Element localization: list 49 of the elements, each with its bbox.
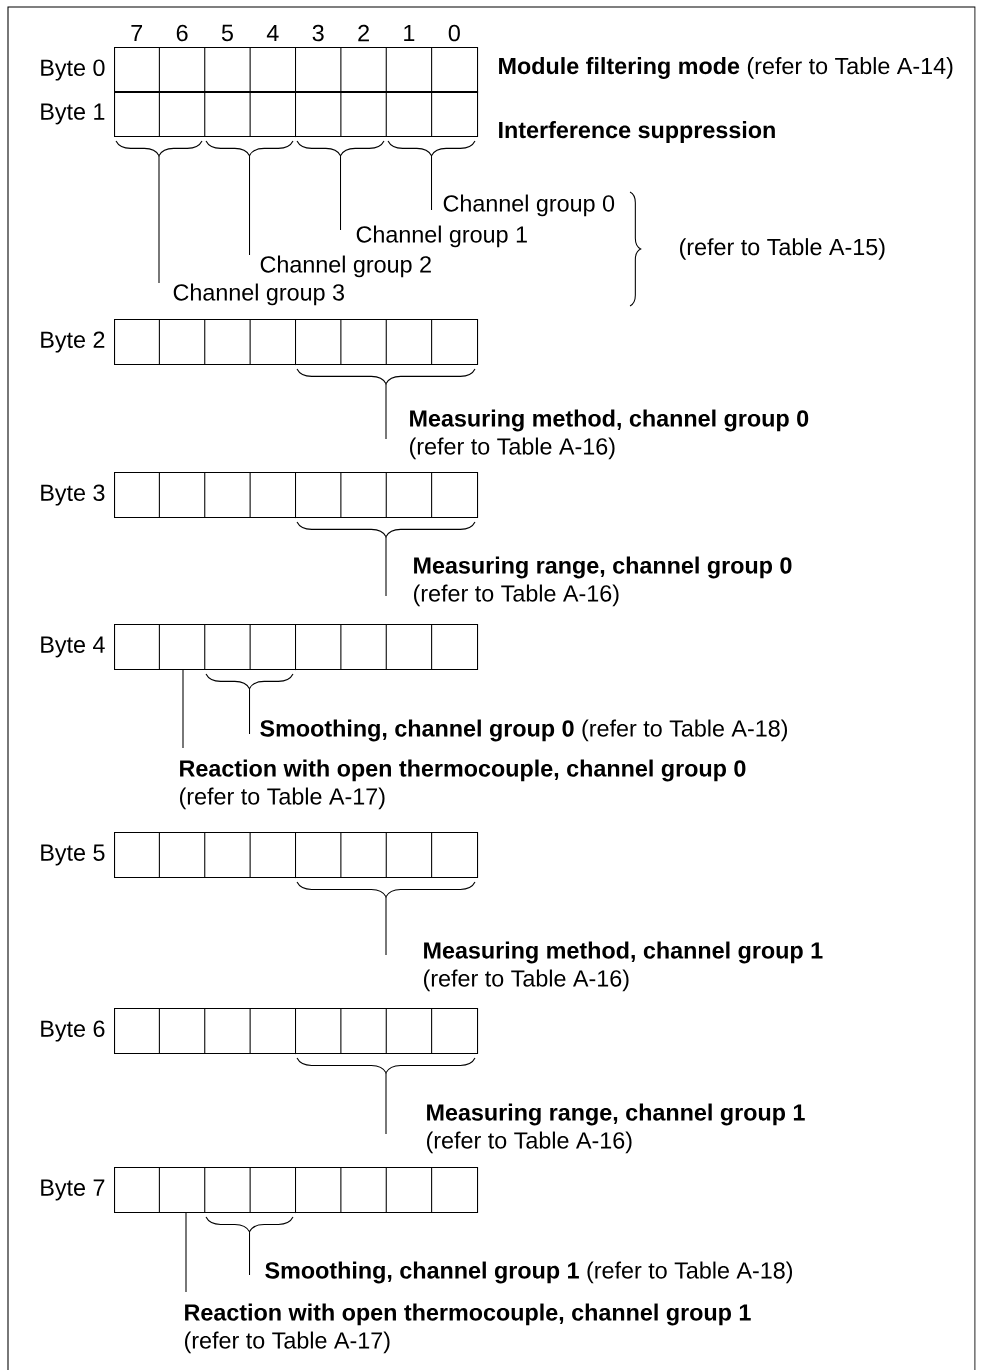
bit-number: 3 [312,24,324,42]
node-label: Byte 0 [41,59,105,81]
byte-register: Byte 7 [41,1166,479,1233]
callout-text: Reaction with open thermocouple, channel group 0 (refer to Table A-17) [180,759,746,810]
byte-register: Byte 6 [41,1007,479,1074]
leader-line [248,155,251,256]
bit-number: 4 [266,24,279,42]
bit-number: 2 [358,24,369,42]
leader-line [385,383,387,440]
callout-text: Smoothing, channel group 1 (refer to Table A-18) [265,1261,792,1284]
callout-text: Measuring range, channel group 1 (refer to Table A-16) [427,1103,805,1154]
bit-number: 6 [176,24,188,42]
node-label: Byte 1 [41,103,105,125]
leader-line [385,896,387,956]
callout-text: Reaction with open thermocouple, channel group 1 (refer to Table A-17) [185,1303,751,1354]
bit-number: 7 [131,24,143,42]
bit-number: 0 [448,24,460,42]
leader-line [385,536,387,597]
leader-line [185,1212,187,1293]
node-label: Byte 4 [41,636,105,658]
callout-text: Measuring method, channel group 0 (refer to Table A-16) [410,409,809,460]
leader-line [385,1072,387,1135]
leader-line [248,1231,251,1276]
callout-text: Smoothing, channel group 0 (refer to Table A-18) [260,719,787,742]
byte-register: Byte 5 [41,831,479,898]
note-text: (refer to Table A-15) [680,238,885,260]
node-label: Byte 7 [41,1179,105,1201]
callout-text: Channel group 2 [260,255,431,278]
callout-text: Channel group 0 [443,194,615,217]
leader-line [248,688,251,735]
byte-register: Byte 4 [41,623,479,690]
note-text: Module filtering mode (refer to Table A-14) [499,57,953,79]
leader-line [158,155,160,284]
byte-register: Byte 3 [41,471,479,538]
callout-text: Channel group 3 [173,283,344,306]
node-label: Byte 3 [41,484,105,506]
callout-text: Measuring range, channel group 0 (refer to Table A-16) [414,556,792,607]
node-label: Byte 6 [41,1020,105,1042]
bit-number: 1 [404,24,415,42]
node-label: Byte 2 [41,331,105,353]
byte-register: Byte 2 [41,318,479,385]
leader-line [182,669,184,749]
note-text: Interference suppression [499,121,775,143]
bit-number: 5 [221,24,233,42]
node-label: Byte 5 [41,844,105,866]
callout-text: Measuring method, channel group 1 (refer to Table A-16) [424,941,823,992]
callout-text: Channel group 1 [356,225,527,248]
leader-line [339,155,342,231]
leader-line [430,155,433,211]
